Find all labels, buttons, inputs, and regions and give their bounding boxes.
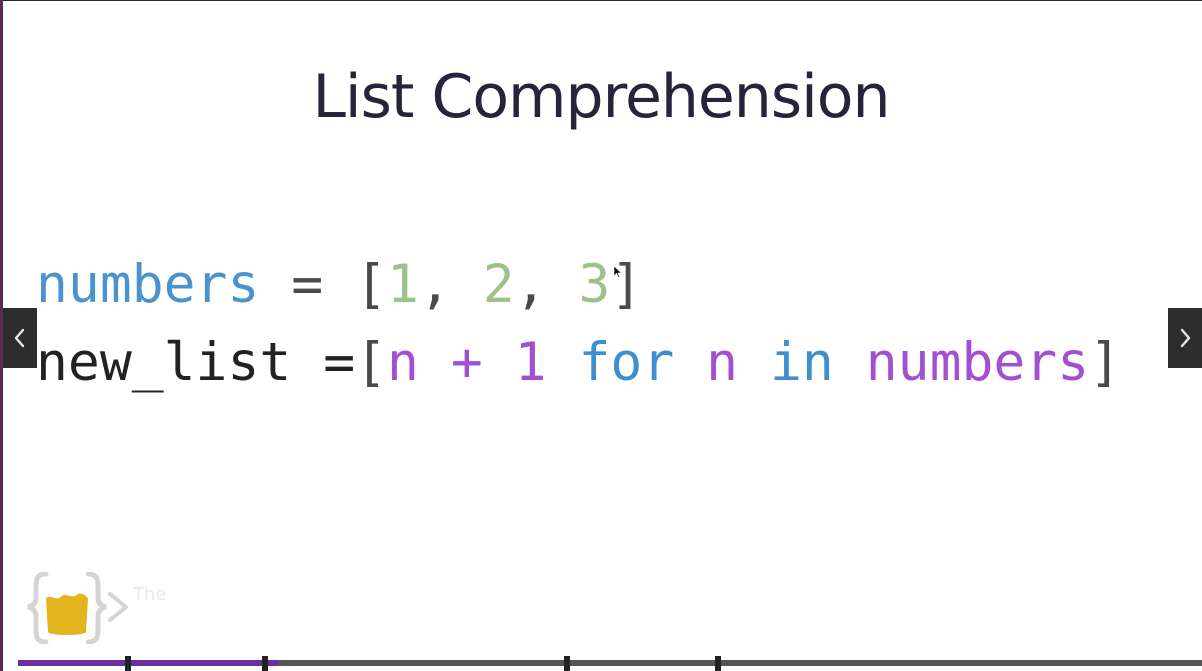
next-slide-button[interactable] — [1168, 308, 1202, 368]
code-separator: , — [418, 254, 483, 315]
code-number: 3 — [578, 254, 611, 315]
slide-canvas — [3, 1, 1202, 671]
code-bracket-open: [ — [355, 332, 388, 393]
code-number: 2 — [482, 254, 515, 315]
chapter-marker[interactable] — [564, 656, 570, 671]
chevron-right-icon — [1180, 328, 1191, 348]
code-keyword-in: in — [770, 332, 834, 393]
chapter-marker[interactable] — [715, 656, 721, 671]
code-line-new-list: new_list =[n + 1 for n in numbers] — [36, 336, 1121, 389]
code-separator: , — [514, 254, 579, 315]
code-keyword-for: for — [578, 332, 675, 393]
code-operator: = — [259, 254, 356, 315]
code-expression: n + 1 — [387, 332, 547, 393]
code-operator: = — [291, 332, 356, 393]
logo-text: The — [133, 584, 167, 605]
chapter-marker[interactable] — [125, 656, 131, 671]
code-iterable: numbers — [865, 332, 1090, 393]
code-space — [674, 332, 706, 393]
code-bracket-close: ] — [610, 254, 643, 315]
code-bracket-close: ] — [1089, 332, 1122, 393]
previous-slide-button[interactable] — [3, 308, 37, 368]
window-edge — [0, 0, 3, 671]
code-line-numbers: numbers = [1, 2, 3] — [36, 258, 642, 311]
chapter-marker[interactable] — [262, 656, 268, 671]
video-progress-bar[interactable] — [18, 660, 1202, 666]
video-progress-fill — [18, 660, 278, 666]
code-variable: new_list — [36, 332, 292, 393]
code-loop-variable: n — [706, 332, 739, 393]
code-space — [547, 332, 579, 393]
code-variable: numbers — [36, 254, 260, 315]
code-space — [834, 332, 866, 393]
code-number: 1 — [387, 254, 419, 315]
code-braces-logo — [27, 572, 128, 644]
slide-title: List Comprehension — [312, 62, 891, 132]
mouse-cursor-icon — [614, 266, 622, 278]
code-space — [738, 332, 770, 393]
code-bracket-open: [ — [355, 254, 388, 315]
chevron-left-icon — [14, 328, 25, 348]
